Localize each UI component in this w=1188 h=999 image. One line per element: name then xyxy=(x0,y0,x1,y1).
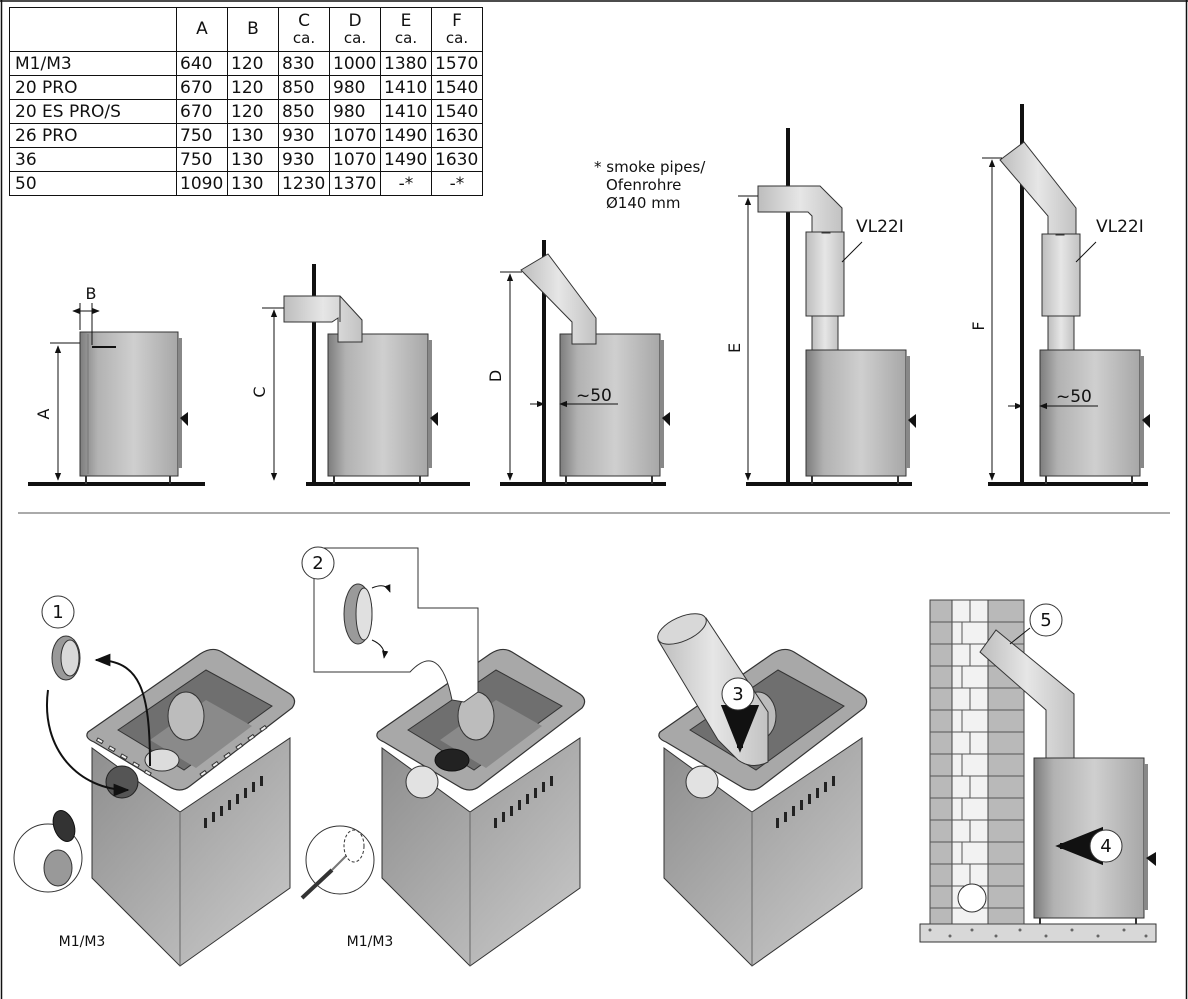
dimension-label-f: F xyxy=(969,321,988,330)
value-cell: 830 xyxy=(278,51,330,76)
pipe-label-vl22i: VL22I xyxy=(1096,217,1144,237)
value-cell: 120 xyxy=(227,51,279,76)
note-line: Ø140 mm xyxy=(606,194,681,212)
value-cell: 980 xyxy=(329,99,381,124)
gap-label-50: ~50 xyxy=(576,386,612,406)
dimension-label-b: B xyxy=(86,284,97,303)
value-cell: 120 xyxy=(227,99,279,124)
value-cell: 130 xyxy=(227,147,279,172)
note-line: * smoke pipes/ xyxy=(594,158,706,176)
figure-dimension-a-b: A B xyxy=(28,284,205,486)
dimension-label-e: E xyxy=(725,343,744,353)
step-number-2: 2 xyxy=(312,553,323,574)
step-number-3: 3 xyxy=(732,684,743,705)
table-row: M1/M3 640 120 830 1000 1380 1570 xyxy=(9,51,483,76)
value-cell: 1630 xyxy=(431,123,483,148)
figure-dimension-e: E VL22I xyxy=(725,128,916,486)
value-cell: 1070 xyxy=(329,147,381,172)
value-cell: 1090 xyxy=(176,171,228,196)
value-cell: 130 xyxy=(227,171,279,196)
value-cell: 1570 xyxy=(431,51,483,76)
value-cell: 1000 xyxy=(329,51,381,76)
gap-label-50: ~50 xyxy=(1056,387,1092,407)
value-cell: 1540 xyxy=(431,99,483,124)
step-2-illustration: 2 M1/M3 xyxy=(300,546,586,967)
value-cell: 1410 xyxy=(380,75,432,100)
table-row: 26 PRO 750 130 930 1070 1490 1630 xyxy=(9,123,483,148)
smoke-pipe-note: * smoke pipes/ Ofenrohre Ø140 mm xyxy=(594,158,705,212)
table-row: 36 750 130 930 1070 1490 1630 xyxy=(9,147,483,172)
header-b: B xyxy=(227,7,279,52)
step-number-5: 5 xyxy=(1040,610,1051,631)
value-cell: 1630 xyxy=(431,147,483,172)
value-cell: 1490 xyxy=(380,147,432,172)
inset-label-m1-m3: M1/M3 xyxy=(347,934,394,950)
value-cell: 1490 xyxy=(380,123,432,148)
note-line: Ofenrohre xyxy=(606,176,682,194)
model-cell: 50 xyxy=(9,171,177,196)
dimension-label-a: A xyxy=(34,408,53,419)
value-cell: 670 xyxy=(176,99,228,124)
figure-dimension-d: D ~50 xyxy=(486,240,670,486)
value-cell: 1230 xyxy=(278,171,330,196)
value-cell: 980 xyxy=(329,75,381,100)
value-cell: 930 xyxy=(278,123,330,148)
step-4-5-illustration: 4 5 xyxy=(919,599,1157,943)
value-cell: 1410 xyxy=(380,99,432,124)
figure-dimension-f: F VL22I ~50 xyxy=(969,104,1150,486)
table-row: 50 1090 130 1230 1370 -* -* xyxy=(9,171,483,196)
figure-dimension-c: C xyxy=(250,264,470,486)
pipe-label-vl22i: VL22I xyxy=(856,217,904,237)
inset-label-m1-m3: M1/M3 xyxy=(59,934,106,950)
value-cell: 1370 xyxy=(329,171,381,196)
model-cell: 20 ES PRO/S xyxy=(9,99,177,124)
step-1-illustration: 1 M1/M3 xyxy=(13,595,296,967)
dimension-label-c: C xyxy=(250,386,269,397)
model-cell: 26 PRO xyxy=(9,123,177,148)
step-3-illustration: 3 xyxy=(657,613,868,967)
step-number-1: 1 xyxy=(52,602,63,623)
value-cell: 670 xyxy=(176,75,228,100)
step-number-4: 4 xyxy=(1100,836,1111,857)
dimension-label-d: D xyxy=(486,370,505,382)
table-row: 20 ES PRO/S 670 120 850 980 1410 1540 xyxy=(9,99,483,124)
value-cell: 130 xyxy=(227,123,279,148)
value-cell: 850 xyxy=(278,75,330,100)
value-cell: -* xyxy=(431,171,483,196)
